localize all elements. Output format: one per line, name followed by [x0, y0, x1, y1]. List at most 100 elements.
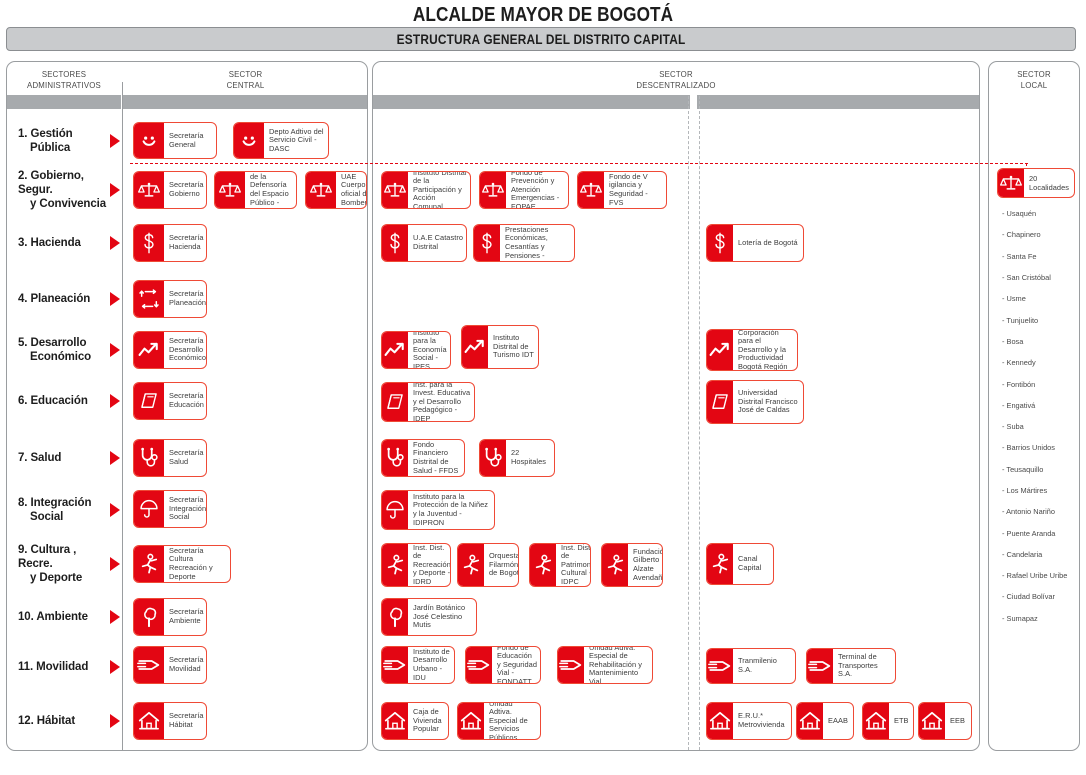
entity-card-desc-right-4[interactable]: Canal Capital: [706, 543, 774, 585]
dollar-icon: [707, 225, 733, 261]
entity-card-desc-left-13[interactable]: Orquesta Filarmónica de Bogotá: [457, 543, 519, 587]
entity-card-desc-left-17[interactable]: Instituto de Desarrollo Urbano - IDU: [381, 646, 455, 684]
scales-icon: [578, 172, 604, 208]
localities-list: - Usaquén - Chapinero - Santa Fe - San Cris…: [1000, 203, 1080, 629]
locality-item[interactable]: - Candelaria: [1002, 549, 1043, 559]
entity-card-central-13[interactable]: Secretaría Ambiente: [133, 598, 207, 636]
entity-card-desc-right-3[interactable]: Universidad Distrital Francisco José de …: [706, 380, 804, 424]
entity-card-central-10[interactable]: Secretaría Salud: [133, 439, 207, 477]
locality-item[interactable]: - Barrios Unidos: [1002, 443, 1055, 453]
entity-label: Jardín Botánico José Celestino Mutis: [413, 603, 466, 630]
entity-card-desc-left-4[interactable]: U.A.E Catastro Distrital: [381, 224, 467, 262]
entity-card-desc-right-9[interactable]: ETB: [862, 702, 914, 740]
locality-item[interactable]: - Chapinero: [1002, 230, 1041, 240]
entity-label: Lotería de Bogotá: [738, 237, 798, 247]
locality-item[interactable]: - Puente Aranda: [1002, 528, 1056, 538]
locality-item[interactable]: - Santa Fe: [1002, 251, 1037, 261]
entity-card-desc-left-8[interactable]: Inst. para la Invest. Educativa y el Des…: [381, 382, 475, 422]
entity-card-desc-right-1[interactable]: Lotería de Bogotá: [706, 224, 804, 262]
entity-card-desc-left-9[interactable]: Fondo Financiero Distrital de Salud - FF…: [381, 439, 465, 477]
sector-row-3: 3. Hacienda: [8, 226, 122, 260]
entity-card-desc-left-16[interactable]: Jardín Botánico José Celestino Mutis: [381, 598, 477, 636]
entity-card-desc-left-1[interactable]: Instituto Distrital de la Participación …: [381, 171, 471, 209]
entity-card-central-14[interactable]: Secretaría Movilidad: [133, 646, 207, 684]
locality-item[interactable]: - Sumapaz: [1002, 613, 1038, 623]
gray-bar-central: [123, 95, 367, 109]
red-dashed-connector: [130, 163, 1028, 164]
entity-card-central-12[interactable]: Secretaría Cultura Recreación y Deporte: [133, 545, 231, 583]
entity-card-central-3[interactable]: Secretaría Gobierno: [133, 171, 207, 209]
entity-card-desc-right-2[interactable]: Corporación para el Desarrollo y la Prod…: [706, 329, 798, 371]
locality-item[interactable]: - Teusaquillo: [1002, 464, 1044, 474]
entity-label: Secretaría Gobierno: [169, 180, 204, 198]
locality-item[interactable]: - Usaquén: [1002, 209, 1037, 219]
locality-item[interactable]: - Bosa: [1002, 336, 1024, 346]
entity-card-desc-left-7[interactable]: Instituto Distrital de Turismo IDT: [461, 325, 539, 369]
entity-card-central-8[interactable]: Secretaría Desarrollo Económico: [133, 331, 207, 369]
entity-card-desc-left-3[interactable]: Fondo de V igilancia y Seguridad - FVS: [577, 171, 667, 209]
entity-label: Instituto para la Economía Social - IPES: [413, 331, 447, 369]
transit-icon: [807, 649, 833, 683]
entity-card-desc-left-14[interactable]: Inst. Dist. de Patrimonio Cultural - IDP…: [529, 543, 591, 587]
entity-label: Instituto Distrital de la Participación …: [413, 171, 467, 209]
smiley-icon: [234, 123, 264, 158]
dollar-icon: [382, 225, 408, 261]
entity-card-central-4[interactable]: Depto Adtivo de la Defensoría del Espaci…: [214, 171, 297, 209]
entity-card-central-2[interactable]: Depto Adtivo del Servicio Civil - DASC: [233, 122, 329, 159]
locality-item[interactable]: - Kennedy: [1002, 358, 1036, 368]
entity-card-central-11[interactable]: Secretaría Integración Social: [133, 490, 207, 528]
locality-item[interactable]: - Tunjuelito: [1002, 315, 1039, 325]
entity-card-central-7[interactable]: Secretaría Planeación: [133, 280, 207, 318]
entity-card-central-1[interactable]: Secretaría General: [133, 122, 217, 159]
locality-item[interactable]: - Ciudad Bolívar: [1002, 592, 1055, 602]
entity-card-central-6[interactable]: Secretaría Hacienda: [133, 224, 207, 262]
transit-icon: [466, 647, 492, 683]
entity-card-desc-left-19[interactable]: Unidad Adiva. Especial de Rehabilitación…: [557, 646, 653, 684]
entity-label: Secretaría Movilidad: [169, 655, 204, 673]
entity-card-desc-left-15[interactable]: Fundación Gilberto Alzate Avendaño: [601, 543, 663, 587]
entity-card-desc-left-2[interactable]: Fondo de Prevención y Atención Emergenci…: [479, 171, 569, 209]
locality-item[interactable]: - Los Mártires: [1002, 486, 1048, 495]
entity-card-desc-right-7[interactable]: E.R.U.* Metrovivienda: [706, 702, 792, 740]
locality-item[interactable]: - Engativá: [1002, 400, 1036, 410]
entity-card-desc-left-12[interactable]: Inst. Dist. de Recreación y Deporte - ID…: [381, 543, 451, 587]
entity-card-desc-left-10[interactable]: 22 Hospitales: [479, 439, 555, 477]
entity-label: Inst. para la Invest. Educativa y el Des…: [413, 382, 471, 422]
gray-bar-descentralizado-left: [373, 95, 690, 109]
entity-card-desc-left-11[interactable]: Instituto para la Protección de la Niñez…: [381, 490, 495, 530]
locality-item[interactable]: - Suba: [1002, 422, 1024, 432]
entity-card-central-15[interactable]: Secretaría Hábitat: [133, 702, 207, 740]
locality-item[interactable]: - Fontibón: [1002, 379, 1036, 389]
entity-label: Secretaría Educación: [169, 391, 204, 409]
sector-label-line1: 11. Movilidad: [18, 661, 89, 673]
entity-card-central-9[interactable]: Secretaría Educación: [133, 382, 207, 420]
entity-card-desc-right-5[interactable]: Tranmilenio S.A.: [706, 648, 796, 684]
locality-item[interactable]: - Usme: [1002, 294, 1026, 304]
entity-card-desc-left-21[interactable]: Unidad Adtiva. Especial de Servicios Púb…: [457, 702, 541, 740]
entity-label: Instituto para la Protección de la Niñez…: [413, 491, 489, 527]
entity-card-desc-left-5[interactable]: Fondo de Prestaciones Económicas, Cesant…: [473, 224, 575, 262]
house-icon: [863, 703, 889, 739]
entity-card-desc-right-8[interactable]: EAAB: [796, 702, 854, 740]
entity-label: Secretaría Salud: [169, 448, 204, 466]
locality-item[interactable]: - Antonio Nariño: [1002, 507, 1055, 517]
entity-card-desc-left-20[interactable]: Caja de Vivienda Popular: [381, 702, 449, 740]
entity-card-central-5[interactable]: UAE Cuerpo oficial de Bomberos: [305, 171, 367, 209]
locality-item[interactable]: - San Cristóbal: [1002, 273, 1051, 283]
entity-card-desc-left-6[interactable]: Instituto para la Economía Social - IPES: [381, 331, 451, 369]
entity-card-desc-left-18[interactable]: Fondo de Educación y Seguridad Vial - FO…: [465, 646, 541, 684]
gray-bar-descentralizado-right: [697, 95, 979, 109]
locality-item[interactable]: - Rafael Uribe Uribe: [1002, 571, 1068, 581]
admin-central-divider: [122, 82, 123, 750]
entity-label: Secretaría Integración Social: [169, 495, 207, 522]
entity-card-desc-right-6[interactable]: Terminal de Transportes S.A.: [806, 648, 896, 684]
entity-card-desc-right-10[interactable]: EEB: [918, 702, 972, 740]
localidades-count: 20: [1029, 174, 1038, 183]
subtitle-bar: ESTRUCTURA GENERAL DEL DISTRITO CAPITAL: [6, 27, 1076, 51]
scales-icon: [215, 172, 245, 208]
